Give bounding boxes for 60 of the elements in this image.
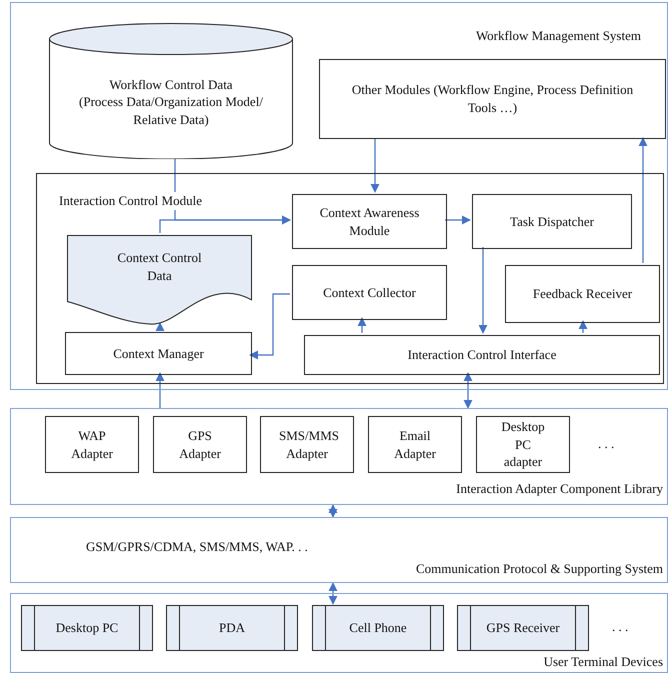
node-label: WAP Adapter — [70, 426, 114, 462]
process-box — [45, 416, 139, 473]
process-box — [472, 194, 632, 249]
node-label: Desktop PC adapter — [500, 418, 546, 471]
arrow — [578, 320, 588, 333]
arrow — [370, 138, 380, 193]
system-panel — [10, 517, 668, 583]
node-label: Context Manager — [112, 344, 205, 362]
panel-title: Communication Protocol & Supporting System — [416, 560, 663, 578]
panel-title: Interaction Adapter Component Library — [456, 480, 663, 498]
process-box — [476, 416, 570, 473]
process-box — [260, 416, 354, 473]
panel-title: User Terminal Devices — [544, 653, 663, 671]
panel-title: Workflow Management System — [476, 27, 641, 45]
arrow — [638, 137, 648, 263]
arrow — [328, 504, 338, 518]
device-box — [312, 605, 444, 651]
ellipsis-text: . . . — [612, 619, 628, 635]
process-box — [292, 265, 447, 320]
node-label: Email Adapter — [393, 426, 437, 462]
arrow — [445, 216, 471, 224]
process-box — [65, 332, 252, 375]
node-label: Feedback Receiver — [532, 285, 634, 303]
module-frame — [36, 173, 664, 384]
node-label: Other Modules (Workflow Engine, Process Definition Tools …) — [350, 81, 634, 117]
node-label: Cell Phone — [349, 619, 407, 637]
node-label: GPS Receiver — [486, 619, 560, 637]
process-box — [505, 265, 660, 323]
system-panel — [10, 593, 668, 673]
arrow — [464, 372, 472, 409]
node-label: Workflow Control Data — [108, 76, 234, 94]
arrow — [249, 293, 290, 360]
process-box — [304, 335, 660, 375]
arrow — [156, 372, 164, 408]
device-box — [166, 605, 298, 651]
node-label: Context Control Data — [116, 249, 203, 284]
device-box — [21, 605, 153, 651]
system-panel — [10, 408, 668, 505]
node-label: GPS Adapter — [178, 426, 222, 462]
arrow — [328, 582, 338, 605]
node-detail: (Process Data/Organization Model/ Relative Data) — [78, 93, 264, 128]
device-box — [457, 605, 589, 651]
node-label: Task Dispatcher — [509, 212, 595, 230]
node-label: PDA — [218, 619, 245, 637]
node-label: Context Awareness Module — [318, 204, 420, 240]
process-box — [368, 416, 462, 473]
system-panel — [10, 2, 668, 390]
arrow — [159, 216, 291, 233]
node-label: Context Collector — [322, 284, 417, 302]
protocol-list: GSM/GPRS/CDMA, SMS/MMS, WAP. . . — [86, 538, 308, 556]
process-box — [153, 416, 247, 473]
panel-title: Interaction Control Module — [59, 192, 202, 210]
ellipsis-text: . . . — [598, 436, 614, 452]
process-box — [319, 59, 666, 139]
node-label: Interaction Control Interface — [406, 346, 558, 364]
arrow — [156, 322, 164, 332]
node-label: Desktop PC — [56, 619, 118, 637]
arrow — [478, 247, 488, 334]
process-box — [292, 194, 447, 249]
arrow — [358, 317, 366, 333]
